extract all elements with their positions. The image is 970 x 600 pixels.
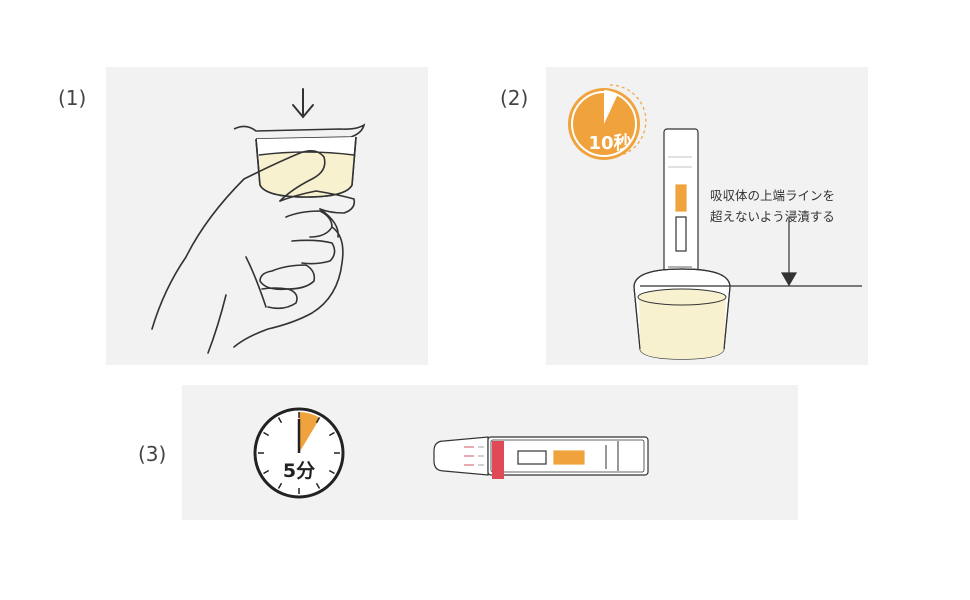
test-strip-icon <box>663 128 699 298</box>
ten-second-label: 10秒 <box>588 132 631 154</box>
step-1-panel <box>106 67 428 365</box>
ten-second-timer-icon <box>568 84 647 160</box>
step-3-number: (3) <box>138 442 167 466</box>
step-2-number: (2) <box>500 86 529 110</box>
five-minute-timer-icon <box>253 407 345 499</box>
step-1-number: (1) <box>58 86 87 110</box>
wait-and-read-illustration: 5分 <box>253 407 649 499</box>
dip-limit-line-icon <box>640 217 862 287</box>
note-line-1: 吸収体の上端ラインを <box>710 188 836 203</box>
hand-icon <box>151 149 356 354</box>
dip-test-illustration: 10秒 <box>568 84 862 360</box>
cup-with-liquid-icon <box>633 268 731 360</box>
step-3-panel: 5分 <box>182 385 798 520</box>
test-cassette-icon <box>433 436 649 479</box>
cup-icon <box>233 123 366 198</box>
five-minute-label: 5分 <box>283 460 315 482</box>
down-arrow-icon <box>292 88 314 119</box>
hand-holding-cup-illustration <box>151 88 366 354</box>
dip-instruction-note: 吸収体の上端ラインを 超えないよう浸漬する <box>710 185 835 227</box>
step-2-panel: 10秒 吸収体の上端ラインを 超えない <box>546 67 868 365</box>
note-line-2: 超えないよう浸漬する <box>710 209 835 224</box>
